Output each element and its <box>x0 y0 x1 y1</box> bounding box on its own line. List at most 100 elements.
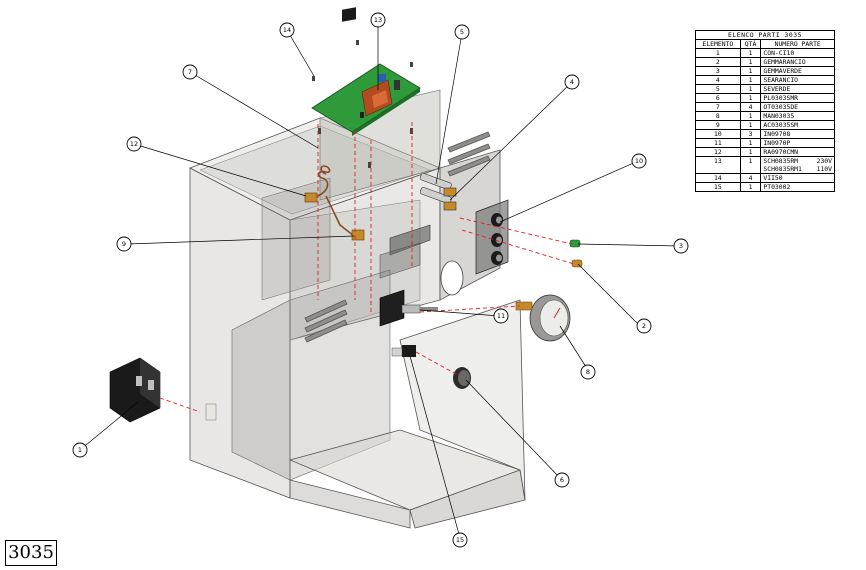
cell-element: 10 <box>695 129 741 139</box>
cell-qty: 1 <box>739 93 762 103</box>
cell-qty: 4 <box>739 173 762 183</box>
pressure-switch <box>379 289 438 327</box>
parts-list-header-row: ELEMENTO QTÀ NUMERO PARTE <box>695 39 835 49</box>
pressure-gauge <box>515 294 571 342</box>
callout-11: 11 <box>493 308 509 324</box>
callout-10: 10 <box>631 153 647 169</box>
part-voltage-text: 110V <box>816 165 832 173</box>
cell-part-number: IN0970P <box>760 138 835 148</box>
cell-qty: 1 <box>739 66 762 76</box>
callout-1: 1 <box>72 442 88 458</box>
indicator-lamps <box>419 172 457 211</box>
cell-element: 15 <box>695 182 741 192</box>
cell-part-number: RA0970CMN <box>760 147 835 157</box>
power-inlet <box>109 357 161 423</box>
cell-element: 11 <box>695 138 741 148</box>
callout-5: 5 <box>454 24 470 40</box>
gauge-opening <box>440 260 464 296</box>
svg-text:11: 11 <box>497 312 505 320</box>
drawing-number-label: 3035 <box>5 540 57 566</box>
cell-element: 7 <box>695 102 741 112</box>
cell-element: 13 <box>695 156 741 174</box>
cell-part-number: IN09708 <box>760 129 835 139</box>
cell-element: 12 <box>695 147 741 157</box>
callout-6: 6 <box>554 472 570 488</box>
cell-qty: 4 <box>739 102 762 112</box>
control-knob <box>453 367 471 389</box>
cell-element: 9 <box>695 120 741 130</box>
cell-qty: 1 <box>739 57 762 67</box>
cell-element: 2 <box>695 57 741 67</box>
svg-text:8: 8 <box>586 368 590 376</box>
cell-qty: 1 <box>739 111 762 121</box>
cell-part-number: OT03035DE <box>760 102 835 112</box>
svg-text:12: 12 <box>130 140 138 148</box>
cell-element: 6 <box>695 93 741 103</box>
callout-2: 2 <box>636 318 652 334</box>
callout-8: 8 <box>580 364 596 380</box>
cell-part-number: SEARANCIO <box>760 75 835 85</box>
orange-lens <box>571 259 583 268</box>
callout-14: 14 <box>279 22 295 38</box>
svg-text:9: 9 <box>122 240 126 248</box>
cell-qty: 3 <box>739 129 762 139</box>
cell-part-number: CON-CI10 <box>760 48 835 58</box>
leader-lines <box>79 20 681 539</box>
main-housing <box>189 89 526 529</box>
cell-element: 3 <box>695 66 741 76</box>
cell-element: 8 <box>695 111 741 121</box>
coil-fitting <box>304 192 318 203</box>
cell-qty: 1 <box>739 182 762 192</box>
callout-15: 15 <box>452 532 468 548</box>
svg-text:14: 14 <box>283 26 291 34</box>
part-voltage-text: 230V <box>816 157 832 165</box>
svg-text:4: 4 <box>570 78 574 86</box>
header-qty: QTÀ <box>739 39 762 49</box>
cell-part-number: SEVERDE <box>760 84 835 94</box>
callout-12: 12 <box>126 136 142 152</box>
cell-qty: 1 <box>739 48 762 58</box>
assembly-axis-lines <box>159 122 575 413</box>
cell-qty: 1 <box>739 120 762 130</box>
header-part-number: NUMERO PARTE <box>760 39 835 49</box>
parts-list-title-row: ELENCO PARTI 3035 <box>695 30 835 40</box>
screws <box>312 40 413 168</box>
cell-part-number: VII50 <box>760 173 835 183</box>
cell-part-number: AC03035SM <box>760 120 835 130</box>
cell-qty: 1 <box>739 84 762 94</box>
part-number-text: SCH0835RM <box>763 157 799 165</box>
svg-text:5: 5 <box>460 28 464 36</box>
cell-element: 14 <box>695 173 741 183</box>
cell-qty: 1 <box>739 75 762 85</box>
callout-13: 13 <box>370 12 386 28</box>
cell-qty: 1 <box>739 147 762 157</box>
cell-part-number: MAN03035 <box>760 111 835 121</box>
parts-list-table: ELENCO PARTI 3035 ELEMENTO QTÀ NUMERO PA… <box>695 30 835 192</box>
callout-4: 4 <box>564 74 580 90</box>
callout-3: 3 <box>673 238 689 254</box>
svg-text:10: 10 <box>635 157 643 165</box>
callout-7: 7 <box>182 64 198 80</box>
svg-text:7: 7 <box>188 68 192 76</box>
svg-text:1: 1 <box>78 446 82 454</box>
svg-text:15: 15 <box>456 536 464 544</box>
cell-qty: 1 <box>739 138 762 148</box>
cell-qty: 1 <box>739 156 762 174</box>
cell-part-number: PL0303SMR <box>760 93 835 103</box>
